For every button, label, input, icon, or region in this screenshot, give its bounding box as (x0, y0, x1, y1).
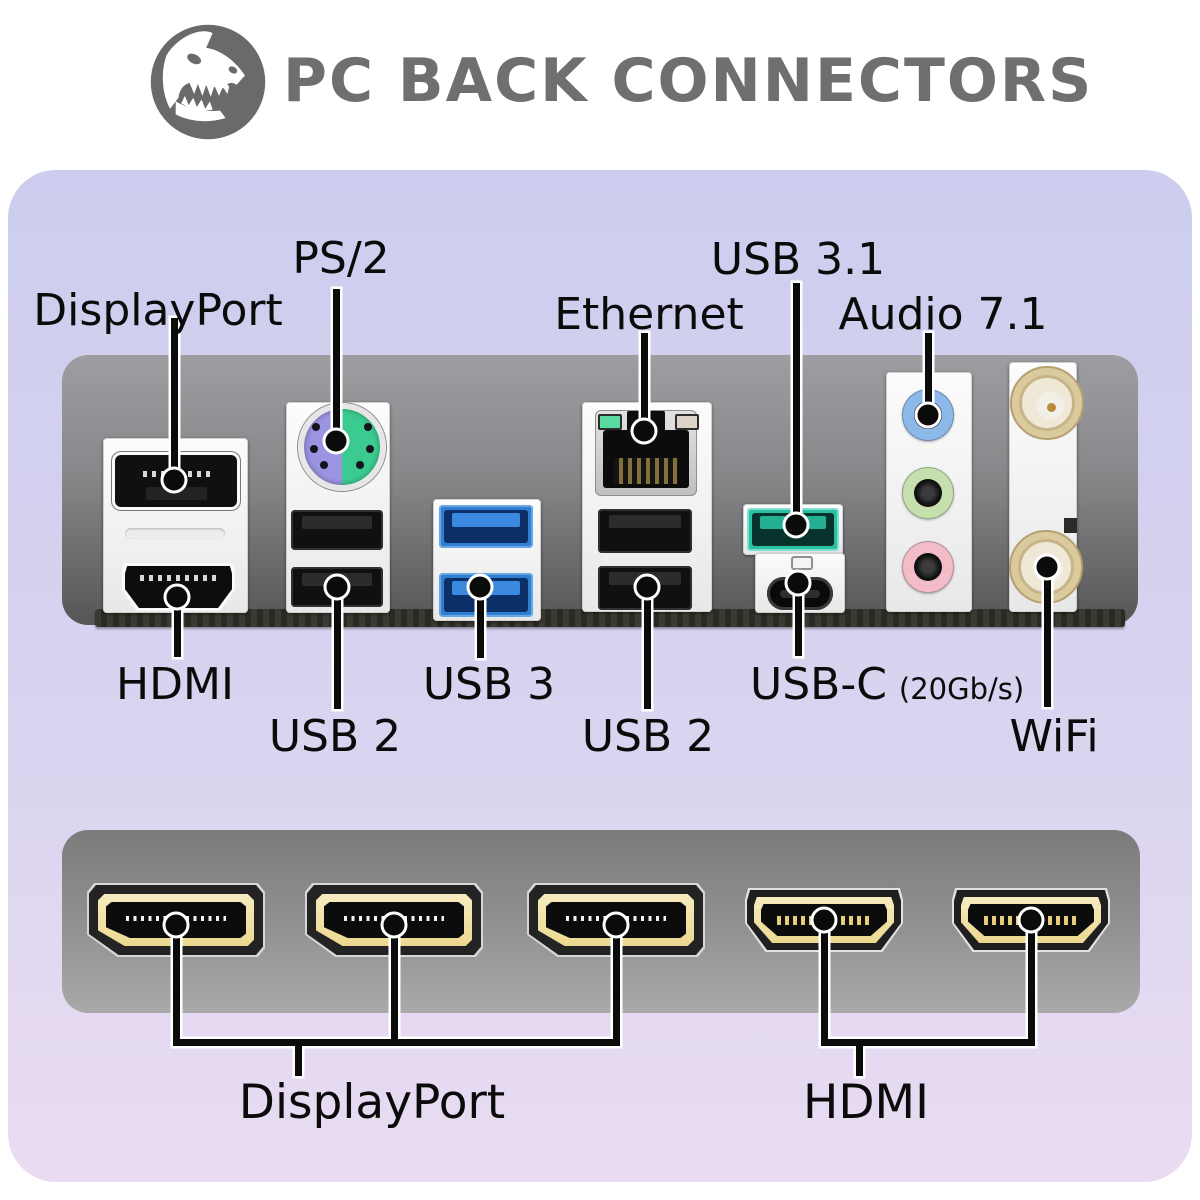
usbc-latch (791, 556, 813, 570)
line-cover (172, 922, 180, 1042)
leader-dot-ethernet (630, 417, 658, 445)
ethernet-led-right (675, 414, 699, 430)
leader-line-usb3 (476, 587, 484, 658)
displayport-tab (145, 487, 207, 500)
label-hdmi: HDMI (116, 659, 234, 710)
label-audio71: Audio 7.1 (838, 289, 1048, 340)
leader-dot-wifi (1033, 553, 1061, 581)
label-usb2-right: USB 2 (581, 711, 715, 762)
leader-dot-gpu-dp2 (380, 911, 408, 939)
label-usb3: USB 3 (422, 659, 556, 710)
pcb-edge (95, 609, 1125, 627)
diagram-panel (8, 170, 1192, 1182)
usb2-port (598, 509, 692, 553)
label-ethernet: Ethernet (554, 289, 744, 340)
leader-line-hdmi (173, 597, 181, 657)
label-wifi: WiFi (1009, 711, 1099, 762)
leader-dot-usb3 (466, 573, 494, 601)
leader-line-usb2-left (333, 587, 341, 709)
line-cover (820, 917, 828, 1042)
leader-dot-gpu-hdmi2 (1017, 906, 1045, 934)
label-displayport: DisplayPort (33, 285, 283, 336)
leader-line-displayport (170, 318, 178, 480)
logo (148, 16, 268, 148)
leader-dot-displayport (160, 466, 188, 494)
audio-jack-mic (902, 541, 954, 593)
line-cover (612, 922, 620, 1042)
label-ps2: PS/2 (292, 233, 390, 284)
line-cover (294, 1039, 302, 1076)
label-usbc: USB-C (20Gb/s) (750, 659, 1025, 711)
leader-dot-usb2-right (633, 573, 661, 601)
label-gpu-displayport: DisplayPort (238, 1075, 506, 1130)
line-cover (820, 1039, 1035, 1046)
label-usbc-speed: (20Gb/s) (898, 672, 1025, 706)
wifi-bracket-notch (1064, 518, 1077, 533)
line-cover (855, 1039, 863, 1076)
leader-dot-audio (914, 401, 942, 429)
leader-line-usb31 (792, 283, 800, 525)
usb2-port (291, 510, 383, 550)
leader-line-ps2 (332, 289, 340, 441)
leader-line-audio (925, 333, 932, 415)
leader-dot-gpu-hdmi1 (810, 906, 838, 934)
line-cover (172, 1039, 620, 1046)
label-usb2-left: USB 2 (268, 711, 402, 762)
audio-jack-lineout (902, 467, 954, 519)
leader-line-usbc (794, 583, 802, 656)
leader-dot-usb31 (782, 511, 810, 539)
label-gpu-hdmi: HDMI (803, 1075, 929, 1130)
label-usb31: USB 3.1 (710, 234, 886, 285)
leader-dot-hdmi (163, 583, 191, 611)
leader-dot-usbc (784, 569, 812, 597)
leader-line-usb2-right (643, 587, 651, 709)
leader-dot-gpu-dp3 (602, 911, 630, 939)
ethernet-pins (614, 458, 678, 484)
line-cover (1027, 917, 1035, 1042)
bracket-slot (125, 528, 225, 539)
wifi-antenna-connector (1010, 366, 1084, 440)
usb3-port (439, 505, 533, 548)
leader-dot-usb2-left (323, 573, 351, 601)
leader-line-ethernet (640, 333, 648, 431)
leader-dot-gpu-dp1 (162, 911, 190, 939)
leader-line-wifi (1043, 567, 1051, 707)
label-usbc-main: USB-C (750, 659, 887, 710)
trex-skull-icon (150, 24, 266, 140)
ethernet-led-green (598, 414, 622, 430)
line-cover (390, 922, 398, 1042)
page-title: PC BACK CONNECTORS (283, 46, 1094, 116)
leader-dot-ps2 (322, 427, 350, 455)
hdmi-pins (139, 575, 218, 581)
